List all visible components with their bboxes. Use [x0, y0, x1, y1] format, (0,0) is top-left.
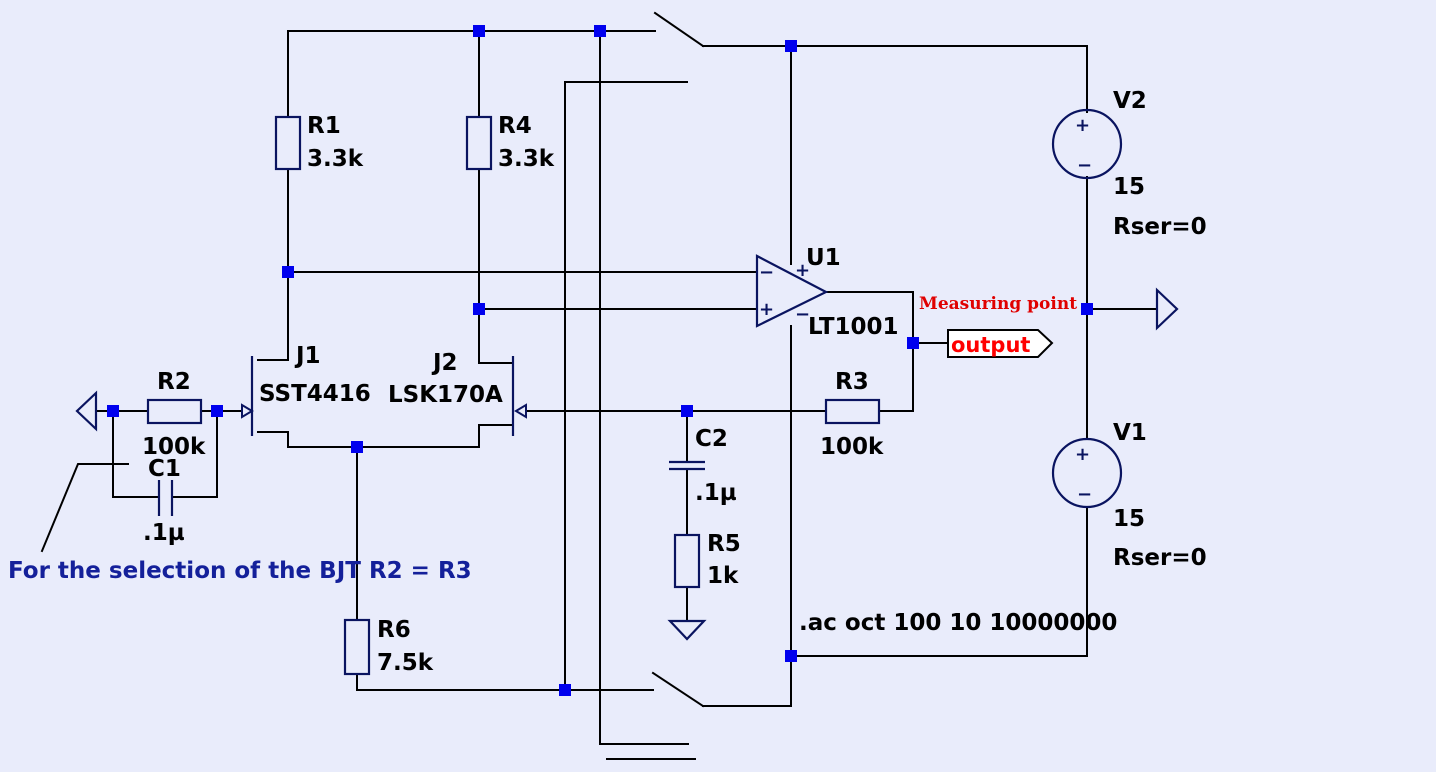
- c1-ref: C1: [148, 456, 181, 482]
- opamp-plus-sign: +: [759, 299, 774, 320]
- r2-ref: R2: [157, 369, 191, 395]
- capacitor-c1[interactable]: C1 .1µ: [143, 456, 185, 546]
- r6-ref: R6: [377, 617, 411, 643]
- v1-ref: V1: [1113, 420, 1147, 446]
- resistor-r5[interactable]: R5 1k: [673, 531, 741, 589]
- resistor-r2[interactable]: R2 100k: [142, 369, 206, 460]
- r3-ref: R3: [835, 369, 869, 395]
- capacitor-c2[interactable]: C2 .1µ: [669, 426, 737, 506]
- j1-value: SST4416: [259, 381, 371, 407]
- u1-value: LT1001: [808, 314, 899, 340]
- opamp-vplus-sign: +: [795, 260, 810, 281]
- c1-value: .1µ: [143, 520, 185, 546]
- v1-value: 15: [1113, 506, 1145, 532]
- r5-value: 1k: [707, 563, 739, 589]
- opamp-vminus-sign: −: [795, 304, 810, 325]
- r2-value: 100k: [142, 434, 206, 460]
- v1-rser: Rser=0: [1113, 545, 1207, 571]
- resistor-r1[interactable]: R1 3.3k: [274, 113, 364, 172]
- ground-symbol-right: [1155, 287, 1179, 331]
- opamp-u1[interactable]: − + + − U1 LT1001: [755, 245, 899, 340]
- measuring-point-label: Measuring point: [919, 294, 1077, 314]
- jfet-j2[interactable]: J2 LSK170A: [388, 350, 527, 436]
- r4-value: 3.3k: [498, 146, 555, 172]
- v2-value: 15: [1113, 174, 1145, 200]
- junction-dots: [107, 25, 1093, 696]
- resistor-r6[interactable]: R6 7.5k: [343, 617, 434, 676]
- v2-ref: V2: [1113, 88, 1147, 114]
- output-port-flag[interactable]: output: [947, 329, 1054, 358]
- c2-value: .1µ: [695, 480, 737, 506]
- r4-ref: R4: [498, 113, 532, 139]
- output-label: output: [951, 333, 1030, 357]
- c2-ref: C2: [695, 426, 728, 452]
- v1-minus-sign: −: [1077, 484, 1092, 505]
- j1-ref: J1: [294, 343, 321, 369]
- resistor-r3[interactable]: R3 100k: [820, 369, 884, 460]
- u1-ref: U1: [806, 245, 841, 271]
- ac-analysis-directive: .ac oct 100 10 10000000: [799, 610, 1117, 636]
- r5-ref: R5: [707, 531, 741, 557]
- r3-value: 100k: [820, 434, 884, 460]
- ground-symbol-bottom: [667, 619, 707, 641]
- r1-value: 3.3k: [307, 146, 364, 172]
- ground-symbol-left: [75, 390, 98, 432]
- bjt-selection-note: For the selection of the BJT R2 = R3: [8, 558, 472, 584]
- j2-ref: J2: [431, 350, 458, 376]
- v2-minus-sign: −: [1077, 155, 1092, 176]
- opamp-minus-sign: −: [759, 262, 774, 283]
- v2-rser: Rser=0: [1113, 214, 1207, 240]
- jfet-j1[interactable]: J1 SST4416: [241, 343, 371, 436]
- voltage-source-v1[interactable]: + − V1 15 Rser=0: [1051, 420, 1207, 571]
- wires: [40, 11, 1158, 760]
- voltage-source-v2[interactable]: + − V2 15 Rser=0: [1051, 88, 1207, 240]
- v1-plus-sign: +: [1075, 444, 1090, 465]
- r1-ref: R1: [307, 113, 341, 139]
- j2-value: LSK170A: [388, 382, 503, 408]
- resistor-r4[interactable]: R4 3.3k: [465, 113, 555, 172]
- v2-plus-sign: +: [1075, 115, 1090, 136]
- r6-value: 7.5k: [377, 650, 434, 676]
